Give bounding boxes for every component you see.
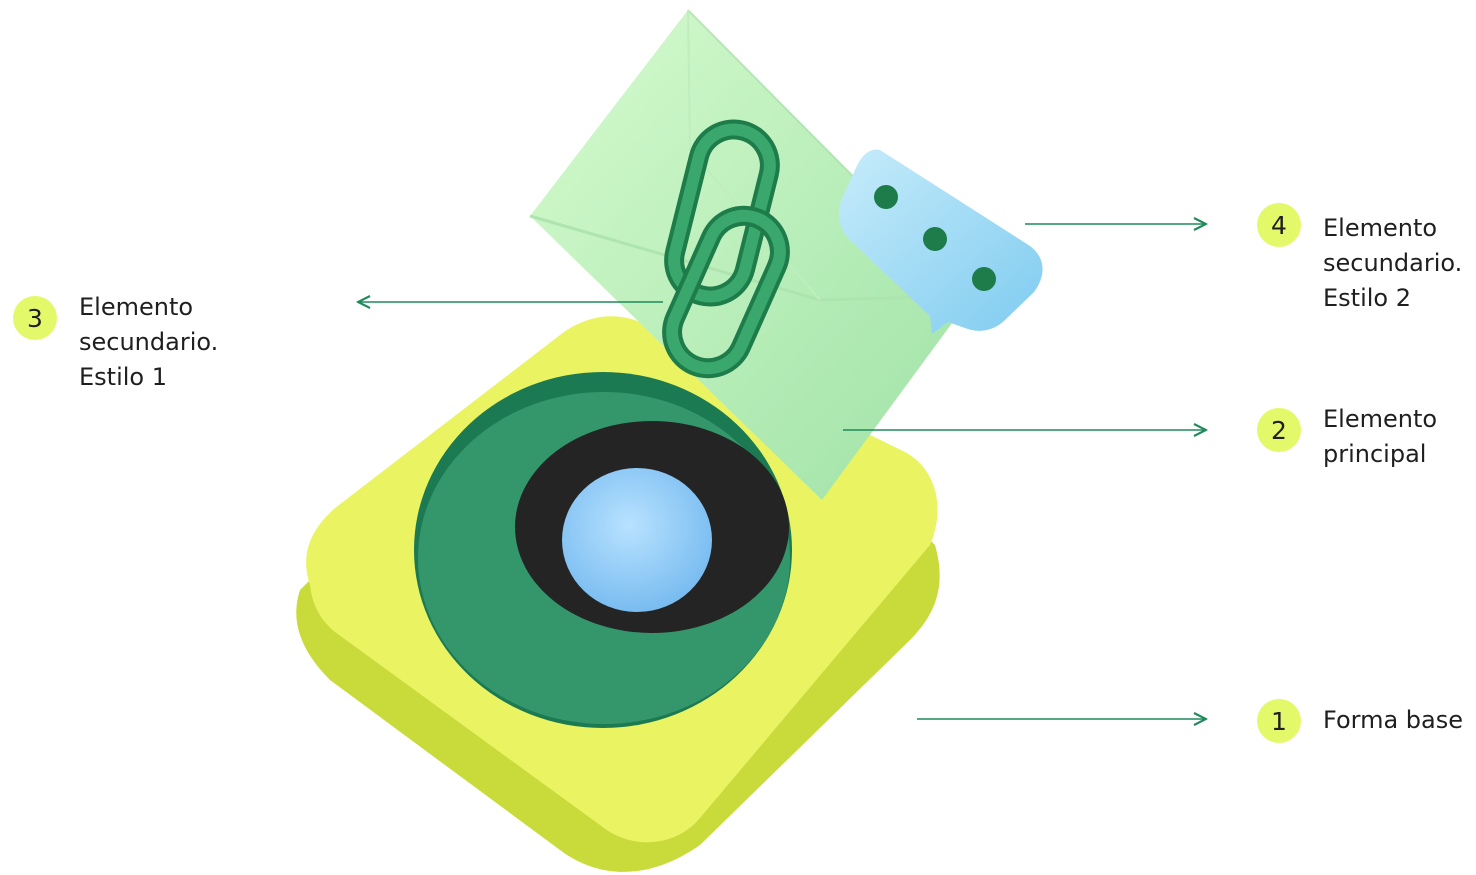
callout-label-line: Forma base [1323,703,1463,738]
callout-elemento-secundario-estilo-1: 3 Elemento secundario. Estilo 1 [13,296,218,395]
callout-label: Elemento principal [1323,402,1437,472]
callout-label-line: secundario. [1323,246,1462,281]
callout-forma-base: 1 Forma base [1257,699,1463,743]
callout-elemento-principal: 2 Elemento principal [1257,408,1437,472]
callout-label-line: principal [1323,437,1437,472]
callout-label: Elemento secundario. Estilo 1 [79,290,218,395]
callout-label: Elemento secundario. Estilo 2 [1323,211,1462,316]
callout-label-line: secundario. [79,325,218,360]
number-badge: 1 [1257,699,1301,743]
callout-label-line: Estilo 2 [1323,281,1462,316]
callout-elemento-secundario-estilo-2: 4 Elemento secundario. Estilo 2 [1257,203,1462,316]
callout-label: Forma base [1323,703,1463,738]
number-badge: 2 [1257,408,1301,452]
callout-label-line: Elemento [1323,211,1462,246]
number-badge: 3 [13,296,57,340]
callout-label-line: Estilo 1 [79,360,218,395]
callout-label-line: Elemento [79,290,218,325]
callout-label-line: Elemento [1323,402,1437,437]
number-badge: 4 [1257,203,1301,247]
